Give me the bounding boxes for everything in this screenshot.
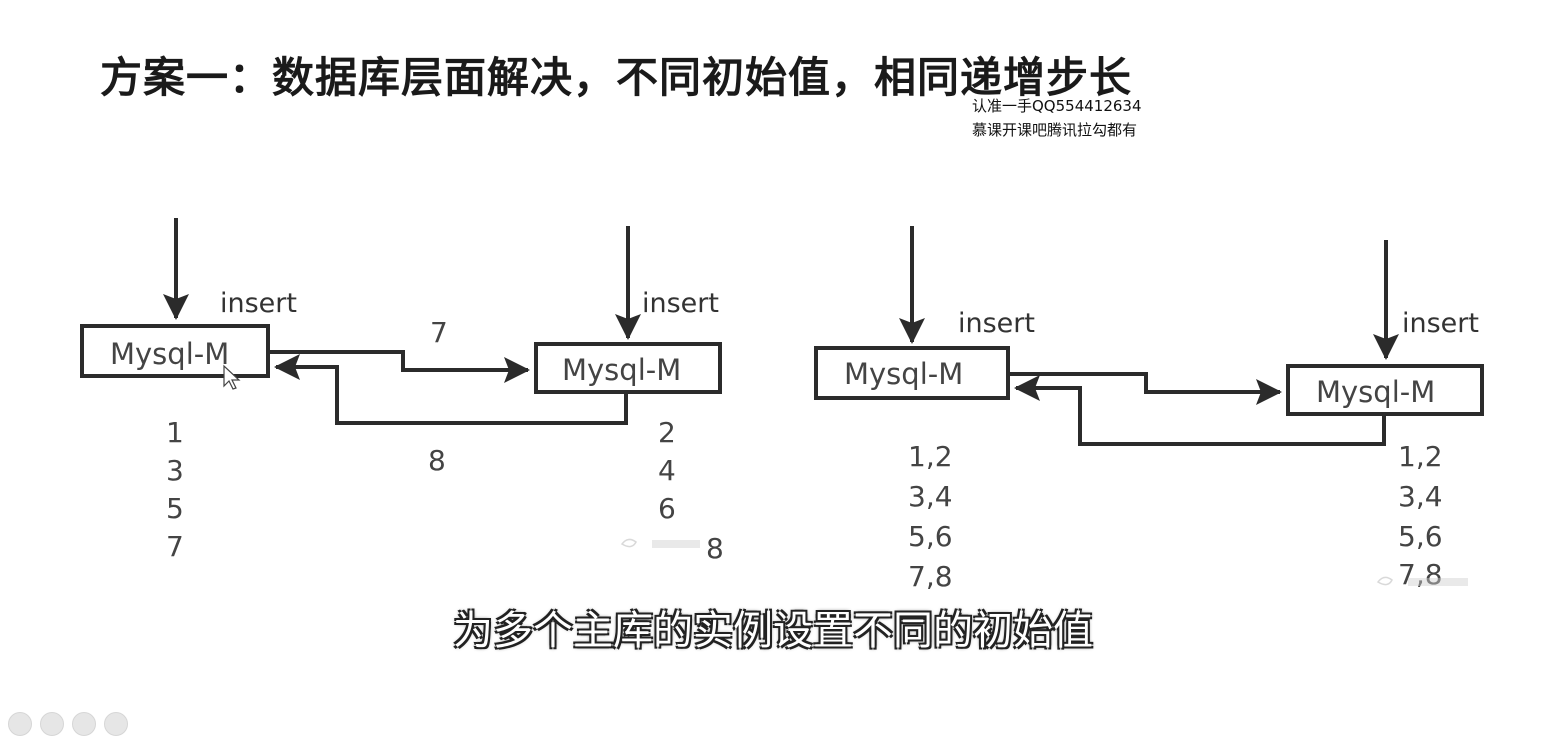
insert-label: insert bbox=[1402, 308, 1479, 339]
mysql-master-node-b bbox=[1286, 364, 1484, 416]
id-value: 5,6 bbox=[908, 520, 953, 553]
arrow-left-icon bbox=[274, 354, 628, 425]
arrow-right-icon bbox=[270, 350, 530, 383]
id-value: 7,8 bbox=[1398, 558, 1443, 591]
id-value: 2 bbox=[658, 416, 676, 449]
watermark: 认准一手QQ554412634 慕课开课吧腾讯拉勾都有 bbox=[972, 94, 1142, 142]
sync-label-top: 7 bbox=[430, 316, 448, 349]
id-value: 1,2 bbox=[908, 440, 953, 473]
insert-label: insert bbox=[220, 288, 297, 319]
id-value: 1,2 bbox=[1398, 440, 1443, 473]
id-value: 3,4 bbox=[908, 480, 953, 513]
arrow-left-icon bbox=[1014, 375, 1386, 446]
cursor-icon bbox=[223, 364, 241, 390]
id-value: 7,8 bbox=[908, 560, 953, 593]
left-diagram: insert insert Mysql-M Mysql-M 7 8 1 3 5 … bbox=[80, 218, 724, 565]
mysql-master-node-b bbox=[534, 342, 722, 394]
mysql-master-label: Mysql-M bbox=[1316, 375, 1435, 409]
mysql-master-label: Mysql-M bbox=[110, 337, 229, 371]
player-control-dot[interactable] bbox=[72, 712, 96, 736]
player-control-dot[interactable] bbox=[40, 712, 64, 736]
id-value: 6 bbox=[658, 492, 676, 525]
id-value: 5 bbox=[166, 492, 184, 525]
mysql-master-label: Mysql-M bbox=[562, 353, 681, 387]
id-value: 3 bbox=[166, 454, 184, 487]
id-value: 5,6 bbox=[1398, 520, 1443, 553]
player-control-dot[interactable] bbox=[104, 712, 128, 736]
id-value: 1 bbox=[166, 416, 184, 449]
video-subtitle: 为多个主库的实例设置不同的初始值 bbox=[453, 608, 1093, 654]
id-value: 4 bbox=[658, 454, 676, 487]
logo-watermark-icon bbox=[1376, 576, 1468, 586]
right-diagram: insert insert Mysql-M Mysql-M 1,2 3,4 5,… bbox=[814, 226, 1484, 593]
mysql-master-node-a bbox=[80, 324, 270, 378]
page-title: 方案一：数据库层面解决，不同初始值，相同递增步长 bbox=[100, 53, 1133, 102]
id-value: 8 bbox=[706, 532, 724, 565]
arrow-right-icon bbox=[1010, 372, 1282, 405]
insert-label: insert bbox=[642, 288, 719, 319]
player-control-dot[interactable] bbox=[8, 712, 32, 736]
id-value: 7 bbox=[166, 530, 184, 563]
mysql-master-node-a bbox=[814, 346, 1010, 400]
id-value: 3,4 bbox=[1398, 480, 1443, 513]
mysql-master-label: Mysql-M bbox=[844, 357, 963, 391]
watermark-line-2: 慕课开课吧腾讯拉勾都有 bbox=[972, 121, 1138, 139]
logo-watermark-icon bbox=[620, 538, 700, 548]
sync-label-bottom: 8 bbox=[428, 444, 446, 477]
insert-label: insert bbox=[958, 308, 1035, 339]
watermark-line-1: 认准一手QQ554412634 bbox=[972, 97, 1142, 115]
